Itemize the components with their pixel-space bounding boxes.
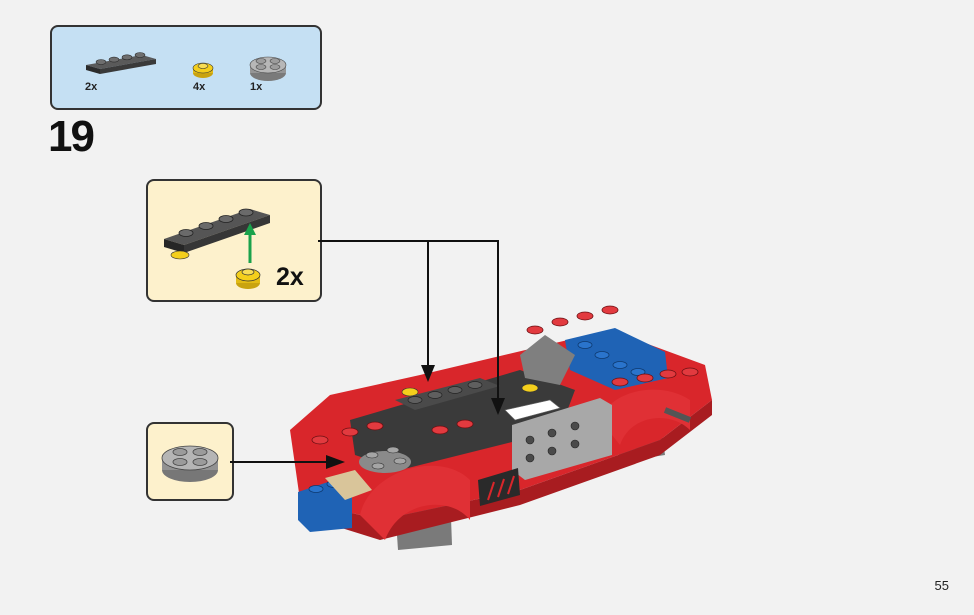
plate-with-round-plates-illustration: [164, 208, 270, 289]
part-qty: 2x: [85, 81, 98, 93]
tan-tile: [325, 470, 372, 500]
white-tile: [504, 399, 561, 421]
wheel-arch: [360, 465, 470, 540]
subassembly-callout-plate: 2x: [146, 179, 322, 302]
gray-brick: [512, 398, 612, 480]
dark-gray-plate-1x4-icon: [86, 52, 156, 74]
part-qty: 4x: [193, 81, 206, 93]
yellow-round-plate-1x1-icon: [192, 62, 214, 78]
slope-brick: [520, 335, 575, 385]
part-qty: 1x: [250, 81, 263, 93]
light-gray-turntable-2x2-icon: [249, 56, 287, 81]
callout-connector-lines: [230, 240, 499, 463]
callout-qty: 2x: [276, 263, 304, 291]
parts-list-box: 2x 4x 1x: [50, 25, 322, 110]
arrow-head: [491, 398, 505, 415]
page-number: 55: [934, 578, 949, 593]
step-number: 19: [48, 112, 95, 161]
axle: [663, 407, 692, 423]
subassembly-callout-turntable: [146, 422, 234, 501]
arrow-head: [421, 365, 435, 382]
turntable-illustration: [161, 445, 219, 482]
arrow-head: [326, 455, 345, 469]
wheel-arch: [600, 389, 690, 445]
